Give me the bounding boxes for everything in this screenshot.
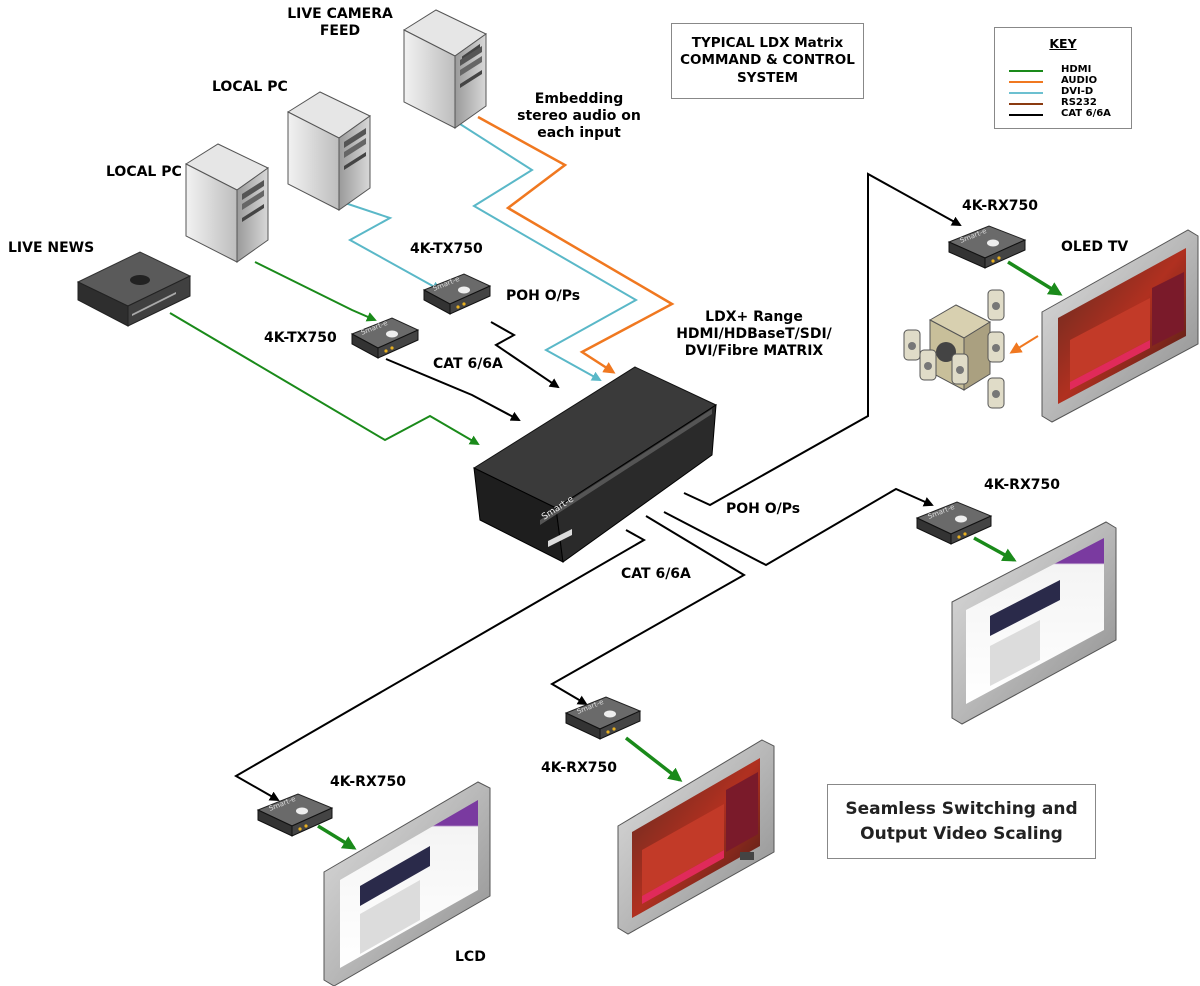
- cat-cable-tx750-a: [385, 358, 521, 421]
- key-item-audio: AUDIO: [1009, 75, 1129, 87]
- oled-tv-display-icon: [1041, 229, 1199, 423]
- rx750-mid-label: 4K-RX750: [541, 760, 617, 776]
- key-label: RS232: [1061, 97, 1097, 108]
- rx750-oled-label: 4K-RX750: [962, 198, 1038, 214]
- dvi-swatch: [1009, 92, 1043, 94]
- tx750-a-label: 4K-TX750: [264, 330, 337, 346]
- live-camera-feed-label: LIVE CAMERA FEED: [287, 6, 393, 39]
- live-camera-tower-icon: [402, 9, 487, 129]
- audio-swatch: [1009, 81, 1043, 83]
- key-label: DVI-D: [1061, 86, 1094, 97]
- ldx-matrix-device-icon: Smart-e: [472, 366, 718, 563]
- key-item-cat: CAT 6/6A: [1009, 108, 1129, 120]
- audio-cable-speakers: [1009, 335, 1039, 354]
- hdmi-cable-local-pc-1: [254, 261, 377, 322]
- key-label: AUDIO: [1061, 75, 1098, 86]
- rx750-lcd-device-icon: Smart-e: [256, 793, 334, 837]
- hdmi-cable-right-display: [973, 536, 1017, 562]
- embedding-audio-note: Embedding stereo audio on each input: [517, 91, 641, 141]
- speakers-icon: [903, 289, 1005, 409]
- hdmi-cable-oled: [1007, 260, 1063, 296]
- tx750-a-device-icon: Smart-e: [350, 317, 420, 359]
- right-display-icon: [951, 521, 1117, 725]
- matrix-label: LDX+ Range HDMI/HDBaseT/SDI/ DVI/Fibre M…: [676, 309, 832, 359]
- lcd-label: LCD: [455, 949, 486, 965]
- tx750-b-device-icon: Smart-e: [422, 273, 492, 315]
- cat-cable-rx750-oled: [683, 172, 962, 507]
- cat-cable-rx750-right: [663, 487, 934, 567]
- local-pc-2-label: LOCAL PC: [212, 79, 288, 95]
- title-box: TYPICAL LDX Matrix COMMAND & CONTROL SYS…: [671, 23, 864, 99]
- cat-top-label: CAT 6/6A: [433, 356, 503, 372]
- seamless-switching-text: Seamless Switching and Output Video Scal…: [845, 798, 1078, 844]
- poh-ops-top-label: POH O/Ps: [506, 288, 581, 304]
- rx750-lcd-label: 4K-RX750: [330, 774, 406, 790]
- rx750-right-label: 4K-RX750: [984, 477, 1060, 493]
- rx750-mid-device-icon: Smart-e: [564, 696, 642, 740]
- live-news-settop-box-icon: [76, 251, 192, 327]
- legend-key: KEY HDMI AUDIO DVI-D RS232 CAT 6/6A: [994, 27, 1132, 129]
- hdmi-cable-mid-display: [624, 736, 683, 782]
- oled-tv-label: OLED TV: [1061, 239, 1129, 255]
- live-news-label: LIVE NEWS: [8, 240, 95, 256]
- seamless-switching-box: Seamless Switching and Output Video Scal…: [827, 784, 1096, 859]
- local-pc-2-tower-icon: [286, 91, 371, 211]
- cat-bottom-label: CAT 6/6A: [621, 566, 691, 582]
- hdmi-cable-live-news: [169, 312, 480, 446]
- key-title: KEY: [1049, 36, 1077, 51]
- key-item-rs232: RS232: [1009, 97, 1129, 109]
- dvi-cable-local-pc-2: [323, 195, 442, 291]
- rx750-oled-device-icon: Smart-e: [947, 225, 1027, 269]
- poh-ops-right-label: POH O/Ps: [726, 501, 801, 517]
- cat-cable-tx750-b: [490, 321, 560, 389]
- rs232-swatch: [1009, 103, 1043, 105]
- rx750-right-device-icon: Smart-e: [915, 501, 993, 545]
- hdmi-swatch: [1009, 70, 1043, 72]
- key-item-hdmi: HDMI: [1009, 64, 1129, 76]
- cat-cable-rx750-mid: [550, 515, 746, 706]
- audio-cable-live-camera: [477, 115, 675, 374]
- tx750-b-label: 4K-TX750: [410, 241, 483, 257]
- key-label: CAT 6/6A: [1061, 108, 1111, 119]
- key-item-dvi: DVI-D: [1009, 86, 1129, 98]
- dvi-cable-live-camera: [459, 123, 639, 381]
- mid-display-icon: [617, 739, 775, 935]
- cat-swatch: [1009, 114, 1043, 116]
- local-pc-1-label: LOCAL PC: [106, 164, 182, 180]
- key-label: HDMI: [1061, 64, 1092, 75]
- diagram-title: TYPICAL LDX Matrix COMMAND & CONTROL SYS…: [680, 35, 855, 86]
- lcd-display-icon: [323, 781, 491, 986]
- local-pc-1-tower-icon: [184, 143, 269, 263]
- cat-cable-rx750-lcd: [233, 529, 647, 801]
- hdmi-cable-lcd: [317, 824, 357, 850]
